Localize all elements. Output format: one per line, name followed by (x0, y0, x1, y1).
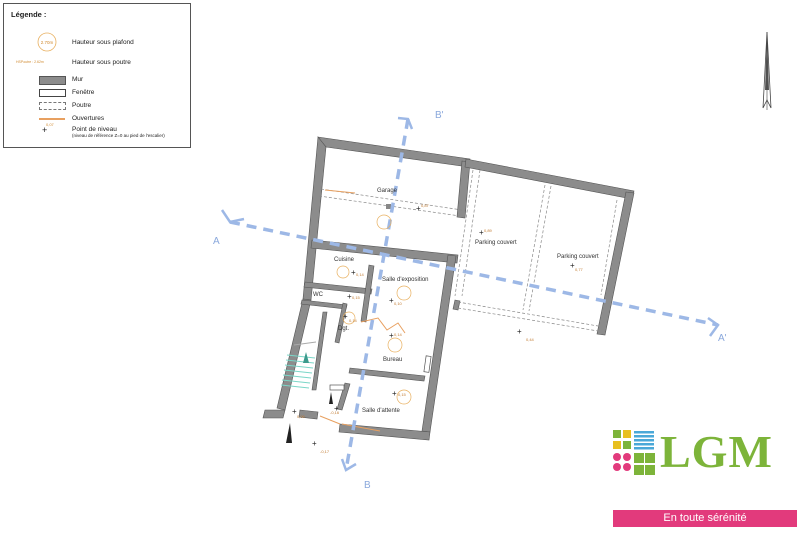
legend-label: Poutre (72, 102, 92, 109)
ceiling-height-symbol: 2.70m (37, 32, 57, 52)
room-label-cuisine: Cuisine (334, 257, 355, 263)
svg-text:0,87: 0,87 (421, 203, 430, 208)
opening-swatch (39, 118, 65, 120)
legend-item-window: Fenêtre (4, 88, 190, 98)
brand-name: LGM (660, 426, 773, 477)
legend-item-wall: Mur (4, 75, 190, 85)
north-arrow-icon (762, 31, 772, 110)
legend-item-ceiling-height: 2.70m Hauteur sous plafond (4, 32, 190, 52)
svg-text:+: + (389, 331, 394, 340)
level-point-value: 0,07 (46, 122, 54, 127)
svg-text:0,14: 0,14 (394, 332, 403, 337)
svg-text:0,00: 0,00 (297, 414, 306, 419)
level-points: +0,87 +0,89 +0,77 +0,14 +0,10 +0,15 +0,1… (292, 203, 584, 454)
svg-text:0,89: 0,89 (484, 228, 493, 233)
room-label-bureau: Bureau (383, 357, 402, 363)
openings (319, 189, 406, 432)
svg-text:0,14: 0,14 (356, 272, 365, 277)
svg-text:+: + (416, 204, 421, 213)
beam-height-symbol: HSPoutre : 2.62m (16, 60, 44, 64)
legend-label: Hauteur sous plafond (72, 39, 134, 46)
svg-text:0,15: 0,15 (398, 392, 407, 397)
lgm-logo-icon (613, 430, 655, 475)
svg-text:+: + (343, 312, 348, 321)
windows (329, 355, 432, 391)
room-label-dgt: Dgt. (338, 326, 349, 332)
ceiling-height-markers (336, 214, 412, 405)
legend-item-openings: Ouvertures (4, 114, 190, 124)
room-label-parking-1: Parking couvert (475, 240, 517, 246)
svg-text:0,15: 0,15 (352, 295, 361, 300)
legend-sublabel: (niveau de référence Z=0 au pied de l'es… (72, 133, 165, 138)
section-arrows (220, 116, 720, 472)
section-mark-b-bottom: B (364, 480, 371, 491)
legend-label: Fenêtre (72, 89, 95, 96)
svg-text:0,14: 0,14 (349, 318, 358, 323)
svg-text:-0,16: -0,16 (330, 410, 340, 415)
room-label-wc: WC (313, 292, 324, 298)
legend-item-level-point: 0,07 + Point de niveau (niveau de référe… (4, 122, 190, 143)
legend-label: Ouvertures (72, 115, 105, 122)
svg-text:+: + (392, 389, 397, 398)
legend-item-beam: Poutre (4, 101, 190, 111)
svg-text:+: + (351, 268, 356, 277)
walls (262, 136, 635, 441)
section-mark-a-left: A (213, 236, 220, 247)
legend-label: Mur (72, 76, 84, 83)
svg-text:0,44: 0,44 (526, 337, 535, 342)
brand-tagline: En toute sérénité (613, 510, 797, 527)
stair-arrow-icon (303, 352, 309, 363)
svg-text:+: + (389, 296, 394, 305)
legend-box: Légende : 2.70m Hauteur sous plafond HSP… (3, 3, 191, 148)
svg-text:2.70m: 2.70m (41, 40, 54, 45)
svg-text:+: + (292, 407, 297, 416)
section-lines (229, 118, 719, 471)
window-swatch (39, 89, 66, 97)
svg-text:+: + (570, 261, 575, 270)
wall-swatch (39, 76, 66, 85)
svg-text:+: + (334, 404, 339, 413)
level-point-cross-icon: + (42, 125, 48, 135)
legend-title: Légende : (11, 10, 47, 19)
room-label-salle-attente: Salle d'attente (362, 408, 401, 414)
section-mark-a-right: A' (718, 333, 727, 344)
beam-swatch (39, 102, 66, 110)
svg-text:+: + (479, 228, 484, 237)
room-label-salle-expo: Salle d'exposition (382, 277, 429, 283)
staircase (280, 341, 317, 389)
section-mark-b-top: B' (435, 110, 444, 121)
room-label-garage: Garage (377, 188, 398, 194)
svg-text:-0,17: -0,17 (320, 449, 330, 454)
legend-label: Point de niveau (72, 126, 117, 133)
legend-item-beam-height: HSPoutre : 2.62m Hauteur sous poutre (4, 58, 190, 68)
svg-text:+: + (347, 292, 352, 301)
room-labels: Garage Parking couvert Parking couvert C… (313, 188, 599, 414)
svg-text:+: + (517, 327, 522, 336)
svg-text:0,77: 0,77 (575, 267, 584, 272)
svg-text:+: + (312, 439, 317, 448)
room-label-parking-2: Parking couvert (557, 254, 599, 260)
svg-text:0,10: 0,10 (394, 301, 403, 306)
door-arrows (286, 204, 391, 443)
legend-label: Hauteur sous poutre (72, 59, 131, 66)
